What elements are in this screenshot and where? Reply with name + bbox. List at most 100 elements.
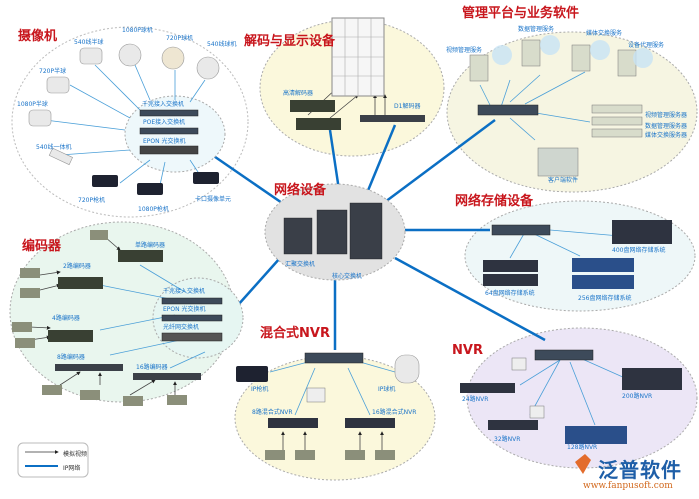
- workstation-icon: [306, 387, 326, 403]
- nvr-switch-icon: [534, 349, 594, 361]
- switch-label: 光纤网交换机: [163, 324, 200, 331]
- hybrid-label: IP枪机: [251, 386, 269, 393]
- workstation-icon: [529, 405, 545, 419]
- 8ch-encoder-icon: [55, 364, 123, 371]
- storage-title: 网络存储设备: [455, 194, 534, 209]
- dome-camera-icon: [79, 47, 103, 65]
- analog-camera-icon: [265, 450, 285, 460]
- hybrid-switch-icon: [304, 352, 364, 364]
- switch-label: EPON 光交换机: [143, 138, 186, 145]
- hybrid-label: IP球机: [378, 386, 396, 393]
- logo-mark-icon: [575, 454, 591, 474]
- 256-disk-storage-icon: [572, 275, 634, 289]
- rack-server-icon: [591, 104, 643, 114]
- encoders-title: 编码器: [22, 239, 62, 254]
- workstation-icon: [511, 357, 527, 371]
- analog-camera-icon: [20, 288, 40, 298]
- box-camera-icon: [92, 175, 118, 187]
- service-label: 视频管理服务: [446, 47, 483, 54]
- 64-disk-storage-icon: [483, 260, 538, 272]
- nvr-label: 32路NVR: [494, 436, 521, 443]
- network-title: 网络设备: [274, 183, 327, 198]
- camera-label: 540线球机: [207, 41, 237, 48]
- encoder-label: 8路编码器: [57, 354, 85, 361]
- brand-logo: 泛普软件: [598, 458, 682, 482]
- client-monitor-icon: [537, 147, 579, 177]
- camera-label: 540线半球: [74, 39, 104, 46]
- analog-camera-icon: [167, 395, 187, 405]
- legend-analog-label: 模拟视频: [63, 451, 88, 458]
- analog-camera-icon: [42, 385, 62, 395]
- encoder-gigabit-switch-icon: [161, 297, 223, 305]
- speed-dome-camera-icon: [196, 56, 220, 80]
- 200ch-nvr-icon: [622, 368, 682, 390]
- decode-display-title: 解码与显示设备: [244, 34, 336, 49]
- 2ch-encoder-icon: [58, 277, 103, 289]
- camera-label: 720P球机: [166, 35, 194, 42]
- storage-label: 400盘网络存储系统: [612, 247, 666, 254]
- 256-disk-storage-icon: [572, 258, 634, 272]
- server-tower-icon: [571, 44, 591, 72]
- ip-dome-camera-icon: [394, 354, 420, 384]
- switch-label: 千兆接入交换机: [142, 101, 185, 108]
- box-camera-icon: [193, 172, 219, 184]
- 64-disk-storage-icon: [483, 274, 538, 286]
- switch-label: POE接入交换机: [143, 119, 186, 126]
- disc-icon: [540, 35, 560, 55]
- network-label: 汇聚交换机: [285, 261, 316, 268]
- 16ch-hybrid-nvr-icon: [345, 418, 395, 428]
- link-cameras: [204, 148, 286, 207]
- single-encoder-icon: [118, 250, 163, 262]
- decoder-label: 高清解码器: [283, 90, 314, 97]
- service-label: 设备代理服务: [628, 42, 665, 49]
- hybrid-nvr-title: 混合式NVR: [260, 326, 330, 341]
- encoder-label: 单路编码器: [135, 242, 166, 249]
- 4ch-encoder-icon: [48, 330, 93, 342]
- core-switch-icon: [349, 202, 383, 260]
- device-links: [44, 64, 626, 426]
- nvr-title: NVR: [452, 343, 483, 358]
- camera-label: 720P半球: [39, 68, 67, 75]
- 400-disk-storage-icon: [612, 220, 672, 244]
- server-label: 视频管理服务器: [645, 112, 688, 119]
- core-switch-icon: [316, 209, 348, 255]
- fiber-switch-icon: [161, 332, 223, 342]
- link-decode-2: [365, 124, 397, 194]
- brand-url[interactable]: www.fanpusoft.com: [583, 481, 673, 491]
- analog-camera-icon: [123, 396, 143, 406]
- camera-label: 1080P枪机: [138, 206, 169, 213]
- camera-label: 720P枪机: [78, 197, 106, 204]
- integrated-camera-icon: [48, 147, 73, 166]
- hd-decoder-icon: [296, 118, 341, 130]
- nvr-label: 128路NVR: [567, 444, 598, 451]
- camera-label: 1080P半球: [17, 101, 48, 108]
- gigabit-access-switch-icon: [139, 109, 199, 117]
- analog-camera-icon: [15, 338, 35, 348]
- encoder-epon-switch-icon: [161, 314, 223, 322]
- disc-icon: [590, 40, 610, 60]
- d1-decoder-icon: [360, 115, 425, 122]
- storage-label: 256盘网络存储系统: [578, 295, 632, 302]
- storage-label: 64盘网络存储系统: [485, 290, 535, 297]
- video-wall-icon: [331, 17, 385, 97]
- camera-label: 1080P球机: [122, 27, 153, 34]
- aggregation-switch-icon: [283, 217, 313, 255]
- speed-dome-camera-icon: [161, 46, 185, 70]
- 128ch-nvr-icon: [565, 426, 627, 444]
- service-label: 媒体交换服务: [586, 30, 623, 37]
- management-title: 管理平台与业务软件: [462, 6, 580, 21]
- dome-camera-icon: [28, 109, 52, 127]
- ip-backbone-lines: [204, 118, 546, 350]
- encoder-label: 16路编码器: [136, 364, 168, 371]
- 24ch-nvr-icon: [460, 383, 515, 393]
- link-encoders: [237, 257, 281, 306]
- analog-camera-icon: [20, 268, 40, 278]
- mgmt-switch-icon: [477, 104, 539, 116]
- switch-label: 千兆接入交换机: [163, 288, 206, 295]
- 32ch-nvr-icon: [488, 420, 538, 430]
- camera-label: 卡口摄像单元: [195, 196, 232, 203]
- camera-label: 540线一体机: [36, 144, 72, 151]
- analog-camera-icon: [12, 322, 32, 332]
